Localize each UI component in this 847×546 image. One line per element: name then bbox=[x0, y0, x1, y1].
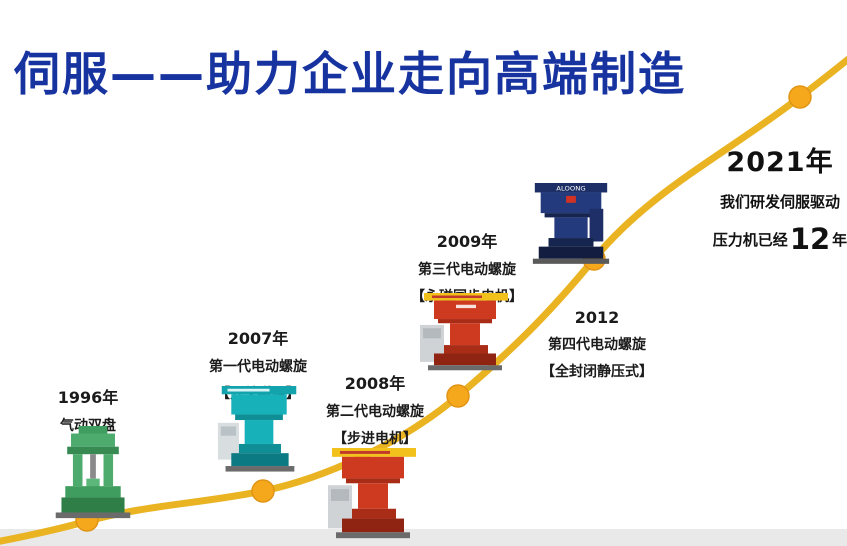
machine-1996-image bbox=[55, 426, 131, 519]
milestone-2012-year: 2012 bbox=[574, 308, 620, 327]
milestone-2021: 2021年 我们研发伺服驱动 压力机已经 12 年 bbox=[698, 140, 847, 256]
milestone-2008: 2008年 第二代电动螺旋 【步进电机】 bbox=[310, 370, 440, 455]
milestone-2021-line2: 压力机已经 12 年 bbox=[698, 222, 847, 256]
timeline-dot-2021 bbox=[788, 85, 812, 109]
timeline-dot-2007 bbox=[251, 479, 275, 503]
milestone-1996-year: 1996年 bbox=[57, 388, 119, 407]
milestone-2009-caption-1: 第三代电动螺旋 bbox=[418, 262, 516, 278]
page-title: 伺服——助力企业走向高端制造 bbox=[14, 47, 686, 101]
milestone-2007-caption-1: 第一代电动螺旋 bbox=[209, 359, 307, 375]
machine-2008-image bbox=[328, 448, 416, 539]
milestone-2021-years-count: 12 bbox=[789, 222, 831, 256]
machine-2009-image bbox=[420, 293, 508, 371]
milestone-2021-line2-suffix: 年 bbox=[832, 230, 847, 249]
milestone-2007-year: 2007年 bbox=[227, 329, 289, 348]
ground-strip bbox=[0, 529, 847, 546]
press-machine-red-2009 bbox=[420, 293, 508, 371]
machine-2012-image: ALOONG bbox=[532, 183, 610, 264]
milestone-2021-line2-prefix: 压力机已经 bbox=[712, 230, 788, 249]
press-machine-green bbox=[55, 426, 131, 519]
machine-2007-image bbox=[217, 386, 297, 472]
milestone-2008-year: 2008年 bbox=[344, 374, 406, 393]
timeline-dot-2009 bbox=[446, 384, 470, 408]
milestone-2012-caption-1: 第四代电动螺旋 bbox=[548, 337, 646, 353]
press-machine-navy: ALOONG bbox=[532, 183, 610, 264]
milestone-2021-line1: 我们研发伺服驱动 bbox=[719, 193, 840, 211]
brand-watermark: ALOONG bbox=[556, 185, 585, 192]
milestone-2009-year: 2009年 bbox=[436, 232, 498, 251]
milestone-2008-caption-1: 第二代电动螺旋 bbox=[326, 404, 424, 420]
milestone-2008-caption-2: 【步进电机】 bbox=[333, 431, 417, 447]
milestone-2012: 2012 第四代电动螺旋 【全封闭静压式】 bbox=[532, 308, 662, 388]
press-machine-red-2008 bbox=[328, 448, 416, 539]
milestone-2012-caption-2: 【全封闭静压式】 bbox=[541, 364, 653, 380]
press-machine-teal bbox=[217, 386, 297, 472]
milestone-2021-year: 2021年 bbox=[726, 147, 834, 178]
